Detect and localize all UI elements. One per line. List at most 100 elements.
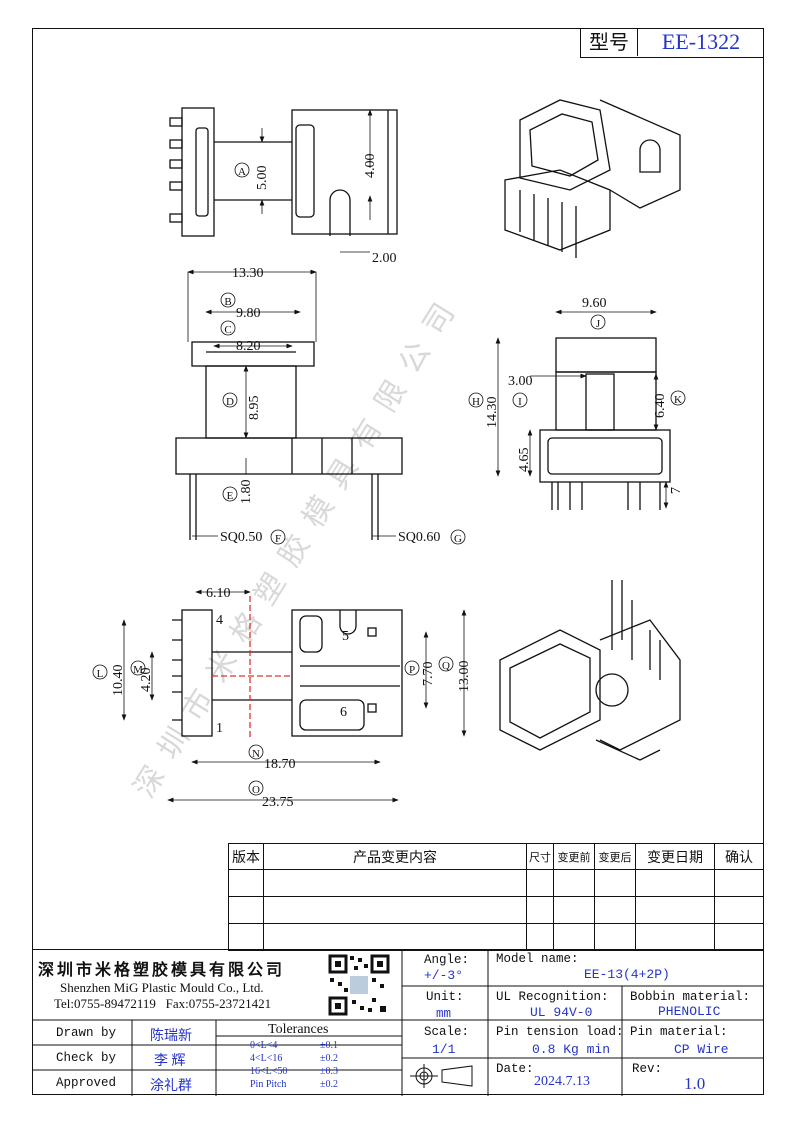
dim-k-value: 6.40 xyxy=(653,394,668,419)
dim-l-letter: L xyxy=(97,668,104,680)
dim-1330: 13.30 xyxy=(232,266,264,281)
dim-j-letter: J xyxy=(596,318,601,330)
dim-o-letter: O xyxy=(252,784,260,796)
rev-header-after: 变更后 xyxy=(594,843,636,870)
bobbin-material-label: Bobbin material: xyxy=(630,990,751,1004)
tension-value: 0.8 Kg min xyxy=(532,1042,611,1057)
title-block-grid xyxy=(32,950,764,1096)
pin-1-label: 1 xyxy=(216,721,223,736)
table-row xyxy=(228,896,764,924)
dim-m-letter: M xyxy=(133,664,143,676)
rev-header-before: 变更前 xyxy=(553,843,595,870)
dim-960: 9.60 xyxy=(582,296,607,311)
table-row xyxy=(228,869,764,897)
pin-4-label: 4 xyxy=(216,613,223,628)
model-name-value: EE-13(4+2P) xyxy=(584,967,670,982)
dim-465: 4.65 xyxy=(517,448,532,473)
scale-label: Scale: xyxy=(424,1025,470,1039)
dim-h-letter: H xyxy=(472,396,480,408)
approved-name: 涂礼群 xyxy=(150,1079,192,1094)
pin-5-label: 5 xyxy=(342,629,349,644)
title-block: 深圳市米格塑胶模具有限公司 Shenzhen MiG Plastic Mould… xyxy=(32,949,764,1096)
company-name-cn: 深圳市米格塑胶模具有限公司 xyxy=(38,960,286,979)
dim-200: 2.00 xyxy=(372,251,397,266)
rev-value: 1.0 xyxy=(684,1074,706,1093)
dim-p-letter: P xyxy=(409,664,415,676)
dim-n-letter: N xyxy=(252,748,260,760)
dim-7: 7 xyxy=(669,487,684,494)
dim-f-text: SQ0.50 xyxy=(220,530,262,545)
qr-code-icon xyxy=(328,954,390,1016)
ul-value: UL 94V-0 xyxy=(530,1005,593,1020)
bobbin-material-value: PHENOLIC xyxy=(658,1004,721,1019)
drawing-frame xyxy=(32,28,764,1095)
ul-label: UL Recognition: xyxy=(496,990,609,1004)
dim-k-letter: K xyxy=(674,394,682,406)
bottom-view xyxy=(172,609,403,737)
rev-label: Rev: xyxy=(632,1062,663,1076)
rev-header-content: 产品变更内容 xyxy=(263,843,527,870)
rev-header-date: 变更日期 xyxy=(635,843,715,870)
isometric-view-top xyxy=(504,99,681,258)
drawn-by-name: 陈瑞新 xyxy=(150,1029,192,1044)
date-label: Date: xyxy=(496,1062,534,1076)
front-view xyxy=(175,341,403,540)
dim-g-text: SQ0.60 xyxy=(398,530,440,545)
dim-610: 6.10 xyxy=(206,586,231,601)
unit-value: mm xyxy=(436,1007,452,1021)
dim-e-letter: E xyxy=(227,490,234,502)
side-view-right xyxy=(539,337,671,510)
dim-o-value: 23.75 xyxy=(262,795,294,810)
dim-f-letter: F xyxy=(275,533,281,545)
dim-q-value: 13.00 xyxy=(457,661,472,693)
dim-i-value: 3.00 xyxy=(508,374,533,389)
tension-label: Pin tension load: xyxy=(496,1025,624,1039)
model-label: 型号 xyxy=(581,28,638,56)
dim-n-value: 18.70 xyxy=(264,757,296,772)
dim-d-letter: D xyxy=(226,396,234,408)
rev-header-size: 尺寸 xyxy=(526,843,554,870)
model-box: 型号 EE-1322 xyxy=(580,28,764,58)
model-name-label: Model name: xyxy=(496,952,579,966)
dim-a-letter: A xyxy=(238,166,246,178)
tolerances-ranges: 0<L<4 4<L<16 16<L<50 Pin Pitch xyxy=(250,1040,288,1090)
dim-c-value: 8.20 xyxy=(236,339,261,354)
unit-label: Unit: xyxy=(426,990,464,1004)
table-row xyxy=(228,923,764,951)
dim-m-value: 4.20 xyxy=(139,668,154,693)
check-by-name: 李 辉 xyxy=(154,1054,186,1069)
dim-b-letter: B xyxy=(224,296,231,308)
dim-i-letter: I xyxy=(518,396,522,408)
pin-6-label: 6 xyxy=(340,705,347,720)
technical-drawing: 深 圳 市 米 格 塑 胶 模 具 有 限 公 司 xyxy=(92,99,686,810)
dim-g-letter: G xyxy=(454,533,462,545)
dim-d-value: 8.95 xyxy=(247,396,262,421)
pin-material-value: CP Wire xyxy=(674,1042,729,1057)
approved-label: Approved xyxy=(56,1076,117,1090)
model-value: EE-1322 xyxy=(661,29,741,54)
rev-header-confirm: 确认 xyxy=(714,843,764,870)
dim-b-value: 9.80 xyxy=(236,306,261,321)
angle-value: +/-3° xyxy=(424,968,464,983)
dim-p-value: 7.70 xyxy=(421,662,436,687)
check-by-label: Check by xyxy=(56,1051,117,1065)
dim-a-value: 5.00 xyxy=(255,166,270,191)
drawn-by-label: Drawn by xyxy=(56,1026,117,1040)
tolerances-values: ±0.1 ±0.2 ±0.3 ±0.2 xyxy=(320,1040,338,1090)
angle-label: Angle: xyxy=(424,953,470,967)
tolerances-title: Tolerances xyxy=(268,1022,329,1037)
dim-e-value: 1.80 xyxy=(239,480,254,505)
date-value: 2024.7.13 xyxy=(534,1074,590,1089)
scale-value: 1/1 xyxy=(432,1042,456,1057)
company-contact: Tel:0755-89472119 Fax:0755-23721421 xyxy=(54,996,272,1011)
company-name-en: Shenzhen MiG Plastic Mould Co., Ltd. xyxy=(60,980,264,995)
dim-400: 4.00 xyxy=(363,154,378,179)
isometric-view-bottom xyxy=(499,580,681,761)
side-view-top xyxy=(169,107,398,237)
revision-table: 版本 产品变更内容 尺寸 变更前 变更后 变更日期 确认 xyxy=(228,843,764,951)
pin-material-label: Pin material: xyxy=(630,1025,728,1039)
dim-l-value: 10.40 xyxy=(111,665,126,697)
rev-header-version: 版本 xyxy=(228,843,264,870)
dim-h-value: 14.30 xyxy=(485,397,500,429)
dim-q-letter: Q xyxy=(442,660,450,672)
